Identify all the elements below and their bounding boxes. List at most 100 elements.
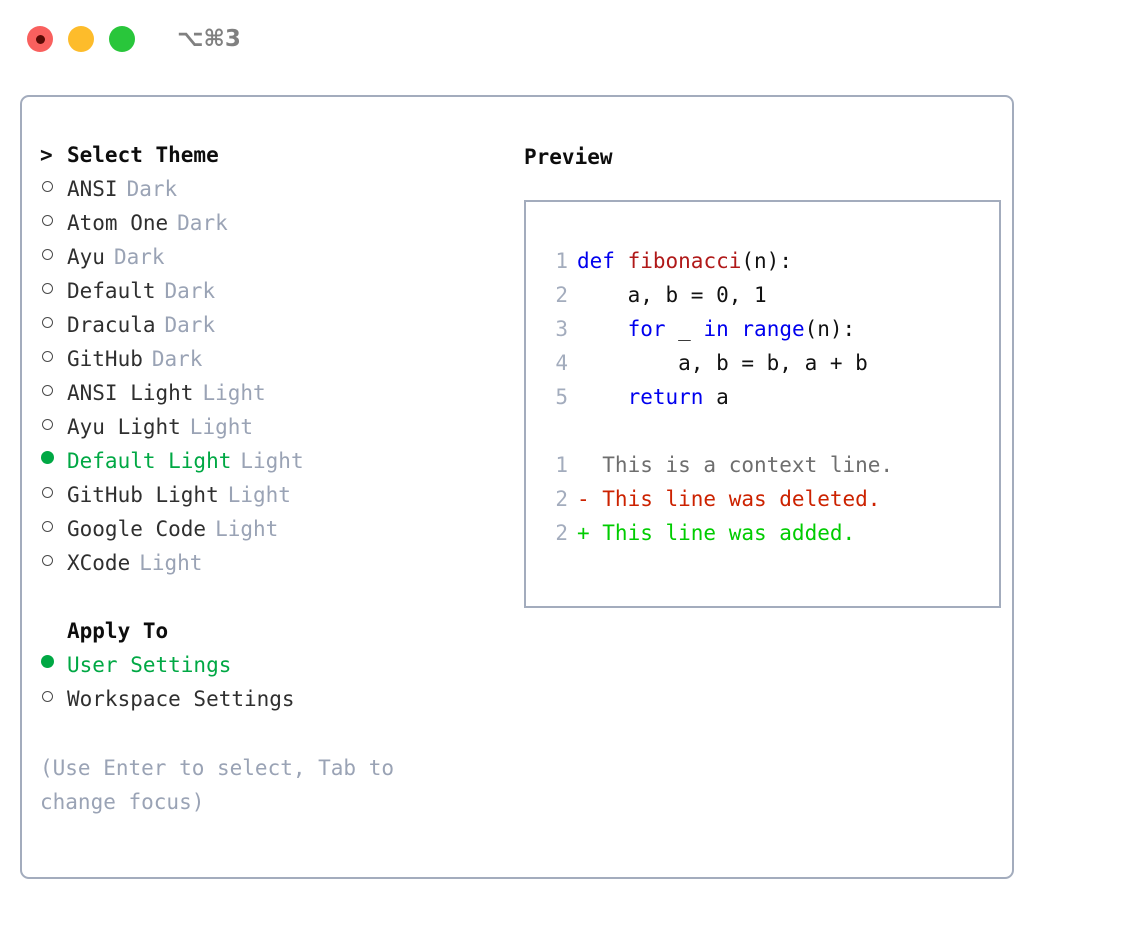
line-number: 1	[555, 249, 568, 273]
theme-list-item[interactable]: GitHub Light Light	[40, 483, 502, 517]
code-token	[615, 249, 628, 273]
code-token: (n):	[804, 317, 856, 341]
theme-variant-tag: Light	[202, 381, 266, 405]
maximize-button[interactable]	[109, 26, 135, 52]
theme-list-item[interactable]: ANSI Light Light	[40, 381, 502, 415]
theme-name-label: Ayu	[67, 245, 105, 269]
radio-unselected-icon[interactable]	[40, 347, 67, 371]
code-token: a	[703, 385, 729, 409]
diff-line-text: - This line was deleted.	[577, 487, 881, 511]
theme-variant-tag: Light	[227, 483, 291, 507]
minimize-button[interactable]	[68, 26, 94, 52]
theme-variant-tag: Dark	[164, 279, 216, 303]
theme-list-item[interactable]: Google Code Light	[40, 517, 502, 551]
code-line: 4 a, b = b, a + b	[542, 346, 999, 380]
radio-unselected-icon[interactable]	[40, 177, 67, 201]
list-spacer	[40, 585, 502, 619]
apply-to-title: Apply To	[67, 619, 169, 643]
radio-unselected-icon[interactable]	[40, 687, 67, 711]
line-number: 3	[555, 317, 568, 341]
theme-list-item[interactable]: Default Dark	[40, 279, 502, 313]
code-token: return	[627, 385, 704, 409]
code-token: _	[665, 317, 704, 341]
theme-name-label: Atom One	[67, 211, 169, 235]
line-number: 1	[555, 453, 568, 477]
code-token: a, b = 0, 1	[577, 283, 767, 307]
theme-name-label: Dracula	[67, 313, 156, 337]
theme-variant-tag: Dark	[164, 313, 216, 337]
line-number: 2	[555, 521, 568, 545]
close-button-inner-dot	[35, 34, 45, 44]
theme-variant-tag: Dark	[177, 211, 228, 235]
radio-selected-icon[interactable]	[40, 449, 67, 473]
keyboard-hint-text: (Use Enter to select, Tab to change focu…	[40, 756, 395, 814]
theme-list-item[interactable]: Ayu Dark	[40, 245, 502, 279]
apply-to-option[interactable]: User Settings	[40, 653, 502, 687]
code-diff-gap	[542, 414, 999, 448]
theme-name-label: ANSI Light	[67, 381, 194, 405]
radio-unselected-icon[interactable]	[40, 279, 67, 303]
theme-name-label: Ayu Light	[67, 415, 181, 439]
theme-variant-tag: Dark	[126, 177, 178, 201]
diff-sample: 1 This is a context line. 2 - This line wa…	[542, 448, 999, 550]
code-token	[577, 385, 628, 409]
radio-unselected-icon[interactable]	[40, 313, 67, 337]
diff-line: 2+ This line was added.	[542, 516, 999, 550]
radio-unselected-icon[interactable]	[40, 245, 67, 269]
radio-selected-icon[interactable]	[40, 653, 67, 677]
code-token: def	[577, 249, 615, 273]
theme-list-item[interactable]: Atom One Dark	[40, 211, 502, 245]
theme-variant-tag: Light	[215, 517, 279, 541]
code-token: (n):	[741, 249, 792, 273]
radio-unselected-icon[interactable]	[40, 551, 67, 575]
theme-variant-tag: Dark	[151, 347, 203, 371]
code-token: for	[627, 317, 666, 341]
theme-variant-tag: Light	[240, 449, 304, 473]
theme-name-label: Default	[67, 279, 156, 303]
close-button[interactable]	[27, 26, 53, 52]
radio-unselected-icon[interactable]	[40, 483, 67, 507]
apply-to-header: Apply To	[40, 619, 502, 653]
apply-to-option[interactable]: Workspace Settings	[40, 687, 502, 721]
theme-list-item[interactable]: GitHub Dark	[40, 347, 502, 381]
radio-unselected-icon[interactable]	[40, 211, 67, 235]
theme-name-label: Google Code	[67, 517, 207, 541]
theme-variant-tag: Dark	[113, 245, 165, 269]
theme-name-label: GitHub	[67, 347, 143, 371]
code-token: a, b = b, a + b	[577, 351, 868, 375]
theme-name-label: GitHub Light	[67, 483, 219, 507]
theme-list-item[interactable]: Dracula Dark	[40, 313, 502, 347]
radio-unselected-icon[interactable]	[40, 415, 67, 439]
apply-to-option-label: User Settings	[67, 653, 232, 677]
diff-line: 1 This is a context line.	[542, 448, 999, 482]
caret-icon: >	[40, 143, 53, 167]
line-number: 2	[555, 487, 568, 511]
window-titlebar: ⌥⌘3	[0, 0, 1140, 78]
apply-to-option-label: Workspace Settings	[67, 687, 295, 711]
theme-name-label: ANSI	[67, 177, 118, 201]
preview-title: Preview	[524, 145, 613, 169]
code-token: in	[703, 317, 729, 341]
code-line: 5 return a	[542, 380, 999, 414]
radio-unselected-icon[interactable]	[40, 381, 67, 405]
code-token	[577, 317, 628, 341]
radio-unselected-icon[interactable]	[40, 517, 67, 541]
diff-line-text: This is a context line.	[577, 453, 894, 477]
line-number: 2	[555, 283, 568, 307]
code-token: range	[741, 317, 805, 341]
line-number: 5	[555, 385, 568, 409]
line-number: 4	[555, 351, 568, 375]
theme-list-item[interactable]: ANSI Dark	[40, 177, 502, 211]
code-line: 3 for _ in range(n):	[542, 312, 999, 346]
